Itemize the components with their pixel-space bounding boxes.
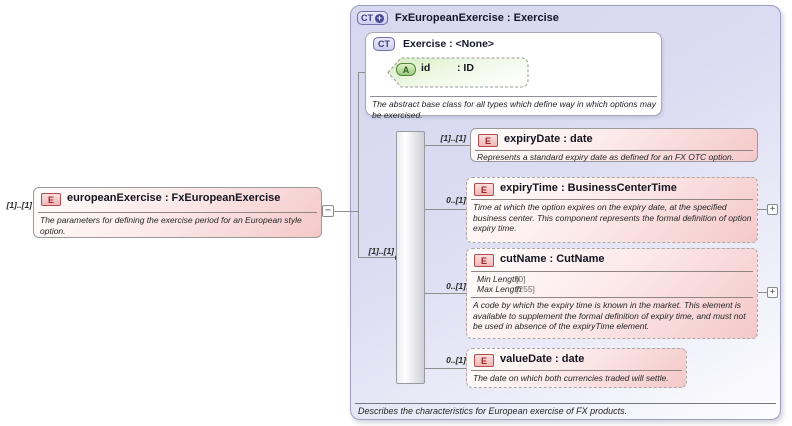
element-title: cutName : CutName bbox=[500, 253, 605, 265]
element-description: A code by which the expiry time is known… bbox=[473, 300, 746, 331]
element-description: The date on which both currencies traded… bbox=[473, 373, 669, 383]
facet-label: Max Length bbox=[477, 284, 522, 294]
element-title: expiryDate : date bbox=[504, 133, 593, 145]
element-box-valueDate[interactable]: E valueDate : date The date on which bot… bbox=[466, 348, 687, 388]
attribute-icon: A bbox=[396, 63, 416, 76]
cardinality-label: 0..[1] bbox=[446, 355, 466, 365]
expand-button[interactable]: + bbox=[767, 204, 778, 215]
plus-icon: + bbox=[375, 12, 384, 23]
facet-value: [255] bbox=[516, 284, 535, 294]
collapse-handle[interactable]: − bbox=[322, 205, 334, 217]
complextype-icon: CT bbox=[373, 37, 395, 51]
cardinality-label: [1]..[1] bbox=[440, 133, 467, 143]
element-icon: E bbox=[474, 254, 494, 267]
attribute-type: : ID bbox=[457, 62, 474, 74]
facet-label: Min Length bbox=[477, 274, 520, 284]
element-icon: E bbox=[478, 134, 498, 147]
element-description: Time at which the option expires on the … bbox=[473, 202, 752, 233]
element-title: expiryTime : BusinessCenterTime bbox=[500, 182, 677, 194]
element-box-cutName[interactable]: E cutName : CutName Min Length [0] Max L… bbox=[466, 248, 758, 339]
cardinality-label: 0..[1] bbox=[446, 195, 466, 205]
base-type-description: The abstract base class for all types wh… bbox=[372, 99, 656, 120]
cardinality-label: 0..[1] bbox=[446, 281, 466, 291]
element-description: The parameters for defining the exercise… bbox=[40, 215, 302, 236]
footer-separator bbox=[355, 403, 776, 404]
element-box-expiryDate[interactable]: E expiryDate : date Represents a standar… bbox=[470, 128, 758, 162]
separator bbox=[370, 96, 657, 97]
separator bbox=[471, 370, 682, 371]
element-icon: E bbox=[474, 354, 494, 367]
element-icon: E bbox=[474, 183, 494, 196]
element-title: valueDate : date bbox=[500, 353, 585, 365]
separator bbox=[471, 199, 753, 200]
element-box-expiryTime[interactable]: E expiryTime : BusinessCenterTime Time a… bbox=[466, 177, 758, 243]
separator bbox=[475, 150, 753, 151]
container-title: FxEuropeanExercise : Exercise bbox=[395, 12, 559, 24]
element-description: Represents a standard expiry date as def… bbox=[477, 152, 735, 162]
separator bbox=[38, 212, 317, 213]
cardinality-label-sequence: [1]..[1] bbox=[368, 246, 395, 256]
attribute-name: id bbox=[421, 62, 431, 74]
separator bbox=[471, 271, 753, 272]
base-type-title: Exercise : <None> bbox=[403, 38, 495, 50]
sequence-bar bbox=[396, 131, 425, 384]
element-title: europeanExercise : FxEuropeanExercise bbox=[67, 192, 281, 204]
container-header[interactable]: CT + FxEuropeanExercise : Exercise bbox=[357, 10, 559, 26]
container-description: Describes the characteristics for Europe… bbox=[358, 406, 628, 416]
cardinality-label-root: [1]..[1] bbox=[6, 200, 33, 210]
element-icon: E bbox=[41, 193, 61, 206]
complextype-icon: CT + bbox=[357, 11, 388, 25]
facet-value: [0] bbox=[516, 274, 526, 284]
separator bbox=[471, 297, 753, 298]
attribute-box-id[interactable]: A id : ID bbox=[387, 57, 529, 88]
element-box-europeanExercise[interactable]: E europeanExercise : FxEuropeanExercise … bbox=[33, 187, 322, 238]
expand-button[interactable]: + bbox=[767, 287, 778, 298]
